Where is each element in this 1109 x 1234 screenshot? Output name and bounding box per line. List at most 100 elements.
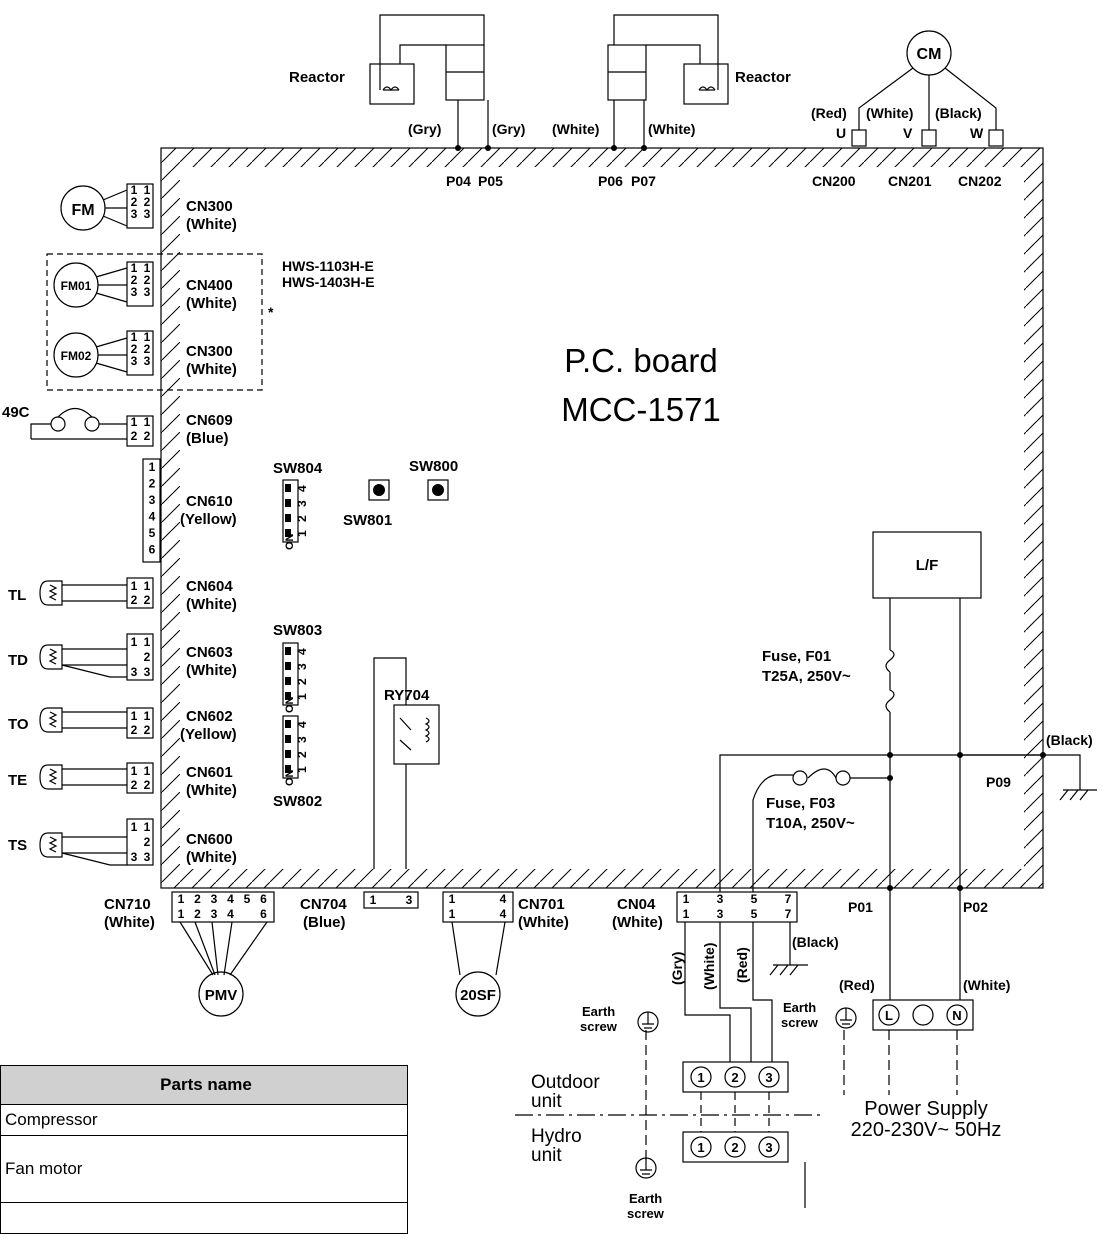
pin-number: 2 bbox=[144, 723, 151, 737]
model-label-2: HWS-1403H-E bbox=[282, 274, 375, 290]
wire-white: (White) bbox=[701, 943, 717, 990]
fuse-f01-rating: T25A, 250V~ bbox=[762, 668, 851, 685]
pin-number: 1 bbox=[131, 635, 138, 649]
pin-number: 2 bbox=[144, 593, 151, 607]
switch-sw800: SW800 bbox=[409, 458, 458, 475]
dip-switch-lever bbox=[285, 765, 291, 773]
connector-cn601-color: (White) bbox=[186, 782, 237, 799]
pin-number: 3 bbox=[144, 354, 151, 368]
wire-gry: (Gry) bbox=[669, 952, 685, 985]
relay-ry704: RY704 bbox=[384, 687, 430, 704]
connector-cn610: CN610 bbox=[186, 493, 233, 510]
table-row bbox=[0, 1202, 408, 1234]
pin-number: 2 bbox=[131, 195, 138, 209]
pin-number: 3 bbox=[144, 850, 151, 864]
fan-motor-fm02: FM02 bbox=[61, 349, 92, 363]
terminal-p06: P06 bbox=[598, 173, 623, 189]
pin-number: 5 bbox=[244, 892, 251, 906]
dip-switch-lever bbox=[285, 484, 291, 492]
connector-cn300-fm: CN300 bbox=[186, 198, 233, 215]
pin-number: 1 bbox=[149, 460, 156, 474]
parts-row-empty bbox=[0, 1202, 408, 1234]
pin-number: 2 bbox=[131, 429, 138, 443]
pin-number: 2 bbox=[144, 835, 151, 849]
pin-number: 3 bbox=[144, 285, 151, 299]
pin-number: 3 bbox=[717, 892, 724, 906]
connector-cn300-fm02: CN300 bbox=[186, 343, 233, 360]
pin-number: 1 bbox=[144, 261, 151, 275]
terminal-u: U bbox=[836, 125, 846, 141]
pin-number: 1 bbox=[449, 892, 456, 906]
connector-cn704-color: (Blue) bbox=[303, 914, 346, 931]
connector-cn710: CN710 bbox=[104, 896, 151, 913]
pin-number: 1 bbox=[131, 261, 138, 275]
pin-number: 2 bbox=[131, 593, 138, 607]
connector-cn710-color: (White) bbox=[104, 914, 155, 931]
pin-number: 2 bbox=[144, 650, 151, 664]
reactor-label-left: Reactor bbox=[289, 69, 345, 86]
pin-number: 5 bbox=[751, 892, 758, 906]
terminal-p09: P09 bbox=[986, 774, 1011, 790]
earth-screw-hydro-2: screw bbox=[627, 1206, 665, 1221]
wire-red: (Red) bbox=[734, 947, 750, 983]
pin-number: 2 bbox=[194, 907, 201, 921]
connector-cn609: CN609 bbox=[186, 412, 233, 429]
thermostat-49c: 49C bbox=[2, 404, 30, 421]
switch-sw803: SW803 bbox=[273, 622, 322, 639]
dip-switch-lever bbox=[285, 647, 291, 655]
dip-switch-lever bbox=[285, 529, 291, 537]
dip-switch-lever bbox=[285, 677, 291, 685]
dip-switch-lever bbox=[285, 720, 291, 728]
dip-switch-lever bbox=[285, 735, 291, 743]
pin-number: 2 bbox=[149, 477, 156, 491]
connector-cn400: CN400 bbox=[186, 277, 233, 294]
pin-number: 3 bbox=[406, 893, 413, 907]
cm-wire-white: (White) bbox=[866, 105, 913, 121]
dip-on-label-2: ON bbox=[284, 696, 296, 713]
pin-number: 1 bbox=[131, 709, 138, 723]
pin-number: 7 bbox=[785, 907, 792, 921]
connector-cn701: CN701 bbox=[518, 896, 565, 913]
hydro-unit-label-1: Hydro bbox=[531, 1126, 582, 1147]
pin-number: 4 bbox=[500, 892, 507, 906]
dip-switch-number: 2 bbox=[295, 515, 309, 522]
dip-switch-number: 4 bbox=[295, 485, 309, 492]
connector-cn604-color: (White) bbox=[186, 596, 237, 613]
pin-number: 1 bbox=[144, 183, 151, 197]
parts-table-header-row: Parts name bbox=[0, 1065, 408, 1105]
parts-table: Parts name Compressor Fan motor bbox=[0, 1065, 408, 1234]
wire-black: (Black) bbox=[792, 934, 839, 950]
pin-number: 1 bbox=[144, 635, 151, 649]
pin-number: 1 bbox=[683, 892, 690, 906]
pin-number: 4 bbox=[227, 892, 234, 906]
terminal-outdoor-1: 1 bbox=[697, 1070, 704, 1085]
dip-switch-lever bbox=[285, 514, 291, 522]
connector-cn602: CN602 bbox=[186, 708, 233, 725]
terminal-v: V bbox=[903, 125, 913, 141]
pin-number: 3 bbox=[131, 354, 138, 368]
pin-number: 1 bbox=[683, 907, 690, 921]
dip-switch-number: 4 bbox=[295, 721, 309, 728]
dip-switch-number: 3 bbox=[295, 663, 309, 670]
fan-motor-fm01: FM01 bbox=[61, 279, 92, 293]
fuse-f01-name: Fuse, F01 bbox=[762, 648, 831, 665]
pin-number: 4 bbox=[149, 510, 156, 524]
parts-row-compressor: Compressor bbox=[0, 1104, 408, 1136]
sensor-te: TE bbox=[8, 772, 27, 789]
pin-number: 3 bbox=[149, 493, 156, 507]
pin-number: 2 bbox=[194, 892, 201, 906]
pin-number: 1 bbox=[131, 820, 138, 834]
connector-cn202: CN202 bbox=[958, 173, 1002, 189]
connector-cn400-color: (White) bbox=[186, 295, 237, 312]
dip-switch-number: 3 bbox=[295, 500, 309, 507]
pin-number: 2 bbox=[144, 429, 151, 443]
connector-cn603: CN603 bbox=[186, 644, 233, 661]
dip-switch-lever bbox=[285, 750, 291, 758]
terminal-p01: P01 bbox=[848, 899, 873, 915]
dip-on-label-1: ON bbox=[284, 533, 296, 550]
power-supply-rating: 220-230V~ 50Hz bbox=[851, 1119, 1002, 1141]
pin-number: 2 bbox=[131, 342, 138, 356]
earth-screw-power-2: screw bbox=[781, 1015, 819, 1030]
connector-cn300-fm-color: (White) bbox=[186, 216, 237, 233]
